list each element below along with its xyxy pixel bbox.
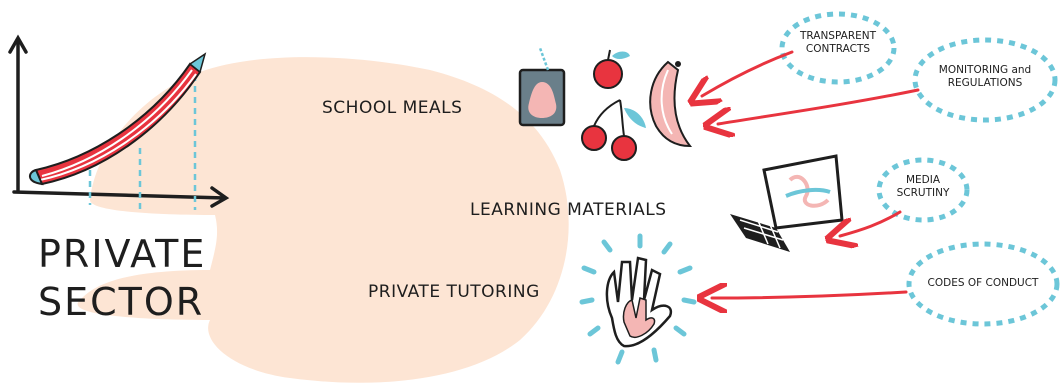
- arrow-media-scrutiny: [840, 210, 902, 236]
- codes-of-conduct-label: CODES OF CONDUCT: [927, 277, 1039, 289]
- laptop-icon: [730, 154, 844, 252]
- title-line-2: SECTOR: [38, 280, 205, 324]
- graph-guide-lines: [88, 75, 197, 210]
- transparent-contracts-badge: [779, 11, 897, 85]
- arrow-monitoring-regulations: [718, 88, 920, 124]
- title-line-1: PRIVATE: [38, 232, 207, 276]
- media-scrutiny-label: MEDIA SCRUTINY: [896, 174, 950, 199]
- media-scrutiny-badge: [876, 157, 970, 223]
- private-sector-title: PRIVATE SECTOR: [38, 230, 206, 326]
- background-blob: [77, 57, 569, 383]
- graph-axes-icon: [8, 34, 230, 208]
- learning-materials-label: LEARNING MATERIALS: [470, 200, 667, 220]
- codes-of-conduct-badge: [906, 241, 1060, 327]
- private-tutoring-label: PRIVATE TUTORING: [368, 282, 540, 302]
- transparent-contracts-label: TRANSPARENT CONTRACTS: [799, 30, 877, 55]
- banana-icon: [649, 60, 693, 148]
- cherries-icon: [581, 99, 646, 161]
- juice-box-icon: [518, 47, 566, 127]
- school-meals-label: SCHOOL MEALS: [322, 98, 463, 118]
- arrow-transparent-contracts: [702, 50, 794, 96]
- monitoring-regulations-badge: [912, 37, 1058, 123]
- monitoring-regulations-label: MONITORING and REGULATIONS: [938, 64, 1032, 89]
- arrow-codes-of-conduct: [712, 292, 908, 298]
- helping-hands-icon: [579, 233, 697, 365]
- apple-icon: [593, 49, 630, 89]
- pencil-icon: [29, 52, 207, 186]
